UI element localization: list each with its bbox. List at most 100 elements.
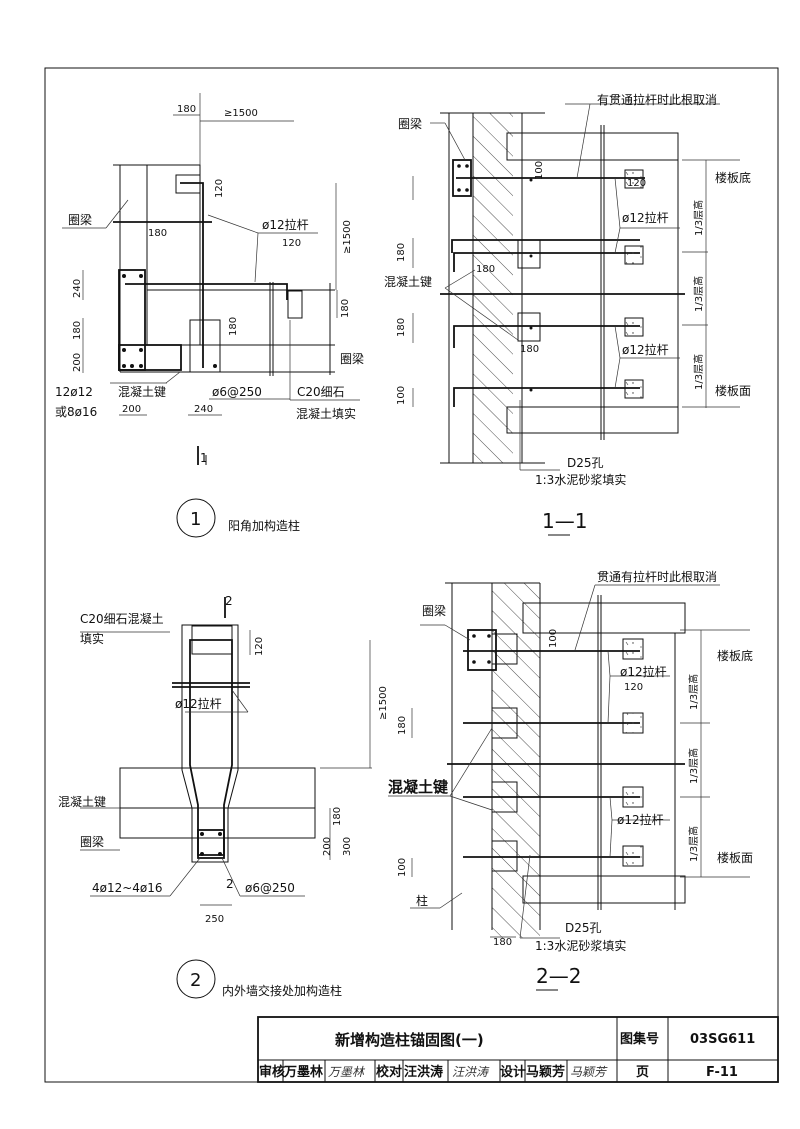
detail-2-junction-column <box>80 597 372 906</box>
label-bars: 4ø12~4ø16 <box>92 881 163 895</box>
drawing-title: 新增构造柱锚固图(一) <box>335 1031 484 1049</box>
label-concrete-key: 混凝土键 <box>58 794 106 809</box>
label-slab-top: 楼板面 <box>717 850 753 865</box>
section-mark: 1 <box>200 451 208 465</box>
detail-1-corner-column <box>62 93 360 465</box>
dim-240: 240 <box>72 279 83 298</box>
detail-2-texts: C20细石混凝土 填实 ø12拉杆 混凝土键 圈梁 4ø12~4ø16 ø6@2… <box>58 594 389 999</box>
dim-100: 100 <box>534 161 545 180</box>
section-1-1 <box>412 103 740 536</box>
reviewer-signature: 万墨林 <box>328 1065 366 1079</box>
dim-200: 200 <box>72 353 83 372</box>
dim-120: 120 <box>214 179 225 198</box>
detail-number: 2 <box>190 970 201 991</box>
label-stirrup: ø6@250 <box>212 385 262 399</box>
label-third-height: 1/3层高 <box>692 200 705 236</box>
title-block: 新增构造柱锚固图(一) 图集号 03SG611 审核 万墨林 万墨林 校对 汪洪… <box>257 1016 779 1083</box>
label-slab-bottom: 楼板底 <box>715 170 751 185</box>
label-fill: C20细石 <box>297 385 345 399</box>
label-tie-rod: ø12拉杆 <box>622 342 669 357</box>
label-fill: 填实 <box>80 631 104 646</box>
page-label: 页 <box>636 1065 649 1080</box>
section-title: 2—2 <box>536 964 581 988</box>
design-label: 设计 <box>500 1064 526 1080</box>
label-ring-beam: 圈梁 <box>398 116 422 131</box>
label-tie-rod: ø12拉杆 <box>617 812 664 827</box>
label-concrete-key: 混凝土键 <box>384 274 432 289</box>
dim-180: 180 <box>332 807 343 826</box>
dim-180: 180 <box>397 716 408 735</box>
dim-240: 240 <box>194 404 213 415</box>
check-label: 校对 <box>376 1064 402 1080</box>
dim-180: 180 <box>396 318 407 337</box>
label-note: 有贯通拉杆时此根取消 <box>597 92 717 107</box>
label-note: 贯通有拉杆时此根取消 <box>597 569 717 584</box>
label-third-height: 1/3层高 <box>692 354 705 390</box>
dim-180: 180 <box>177 104 196 115</box>
label-column: 柱 <box>416 893 428 908</box>
label-ring-beam: 圈梁 <box>422 603 446 618</box>
dim-200: 200 <box>122 404 141 415</box>
detail-caption: 内外墙交接处加构造柱 <box>222 983 342 998</box>
label-third-height: 1/3层高 <box>687 674 700 710</box>
dim-100: 100 <box>548 629 559 648</box>
section-2-2 <box>388 582 750 991</box>
section-mark: 2 <box>225 594 233 608</box>
dim-1500-vertical: ≥1500 <box>342 220 353 254</box>
dim-120: 120 <box>254 637 265 656</box>
detail-number: 1 <box>190 509 201 530</box>
dim-180: 180 <box>72 321 83 340</box>
label-third-height: 1/3层高 <box>687 826 700 862</box>
label-tie-rod: ø12拉杆 <box>262 217 309 232</box>
designer-signature: 马颖芳 <box>570 1065 608 1079</box>
designer-name: 马颖芳 <box>526 1064 565 1080</box>
label-tie-rod: ø12拉杆 <box>620 664 667 679</box>
detail-number-circle <box>176 959 216 999</box>
label-ring-beam: 圈梁 <box>340 351 364 366</box>
section-title: 1—1 <box>542 509 587 533</box>
label-third-height: 1/3层高 <box>692 276 705 312</box>
label-stirrup: ø6@250 <box>245 881 295 895</box>
dim-250: 250 <box>205 914 224 925</box>
checker-name: 汪洪涛 <box>404 1064 443 1080</box>
dim-100: 100 <box>397 858 408 877</box>
label-third-height: 1/3层高 <box>687 748 700 784</box>
label-tie-rod: ø12拉杆 <box>175 696 222 711</box>
label-mortar: 1:3水泥砂浆填实 <box>535 472 626 487</box>
detail-1-texts: 180 ≥1500 120 180 120 ≥1500 240 180 200 … <box>55 104 364 538</box>
reviewer-name: 万墨林 <box>283 1064 323 1080</box>
label-ring-beam: 圈梁 <box>68 212 92 227</box>
dim-180: 180 <box>520 344 539 355</box>
label-slab-bottom: 楼板底 <box>717 648 753 663</box>
atlas-label: 图集号 <box>620 1031 659 1047</box>
label-bars: 12ø12 <box>55 385 93 399</box>
section-1-1-texts: 有贯通拉杆时此根取消 圈梁 混凝土键 ø12拉杆 ø12拉杆 楼板底 楼板面 1… <box>384 92 751 533</box>
dim-120: 120 <box>282 238 301 249</box>
dim-180: 180 <box>148 228 167 239</box>
dim-120: 120 <box>624 682 643 693</box>
page-number: F-11 <box>706 1065 738 1080</box>
label-bars-alt: 或8ø16 <box>55 405 97 419</box>
atlas-number: 03SG611 <box>690 1032 755 1047</box>
label-hole: D25孔 <box>565 921 602 935</box>
dim-1500: ≥1500 <box>378 686 389 720</box>
section-mark: 2 <box>226 877 234 891</box>
review-label: 审核 <box>259 1064 285 1080</box>
dim-1500: ≥1500 <box>224 108 258 119</box>
dim-300: 300 <box>342 837 353 856</box>
dim-180: 180 <box>340 299 351 318</box>
dim-200: 200 <box>322 837 333 856</box>
label-concrete-key: 混凝土键 <box>118 384 166 399</box>
dim-180: 180 <box>476 264 495 275</box>
dim-120: 120 <box>627 178 646 189</box>
detail-number-circle <box>176 498 216 538</box>
dim-180: 180 <box>396 243 407 262</box>
label-slab-top: 楼板面 <box>715 383 751 398</box>
label-fill: 混凝土填实 <box>296 406 356 421</box>
dim-180: 180 <box>228 317 239 336</box>
label-tie-rod: ø12拉杆 <box>622 210 669 225</box>
label-hole: D25孔 <box>567 456 604 470</box>
checker-signature: 汪洪涛 <box>452 1065 490 1079</box>
label-concrete-key: 混凝土键 <box>388 778 448 796</box>
